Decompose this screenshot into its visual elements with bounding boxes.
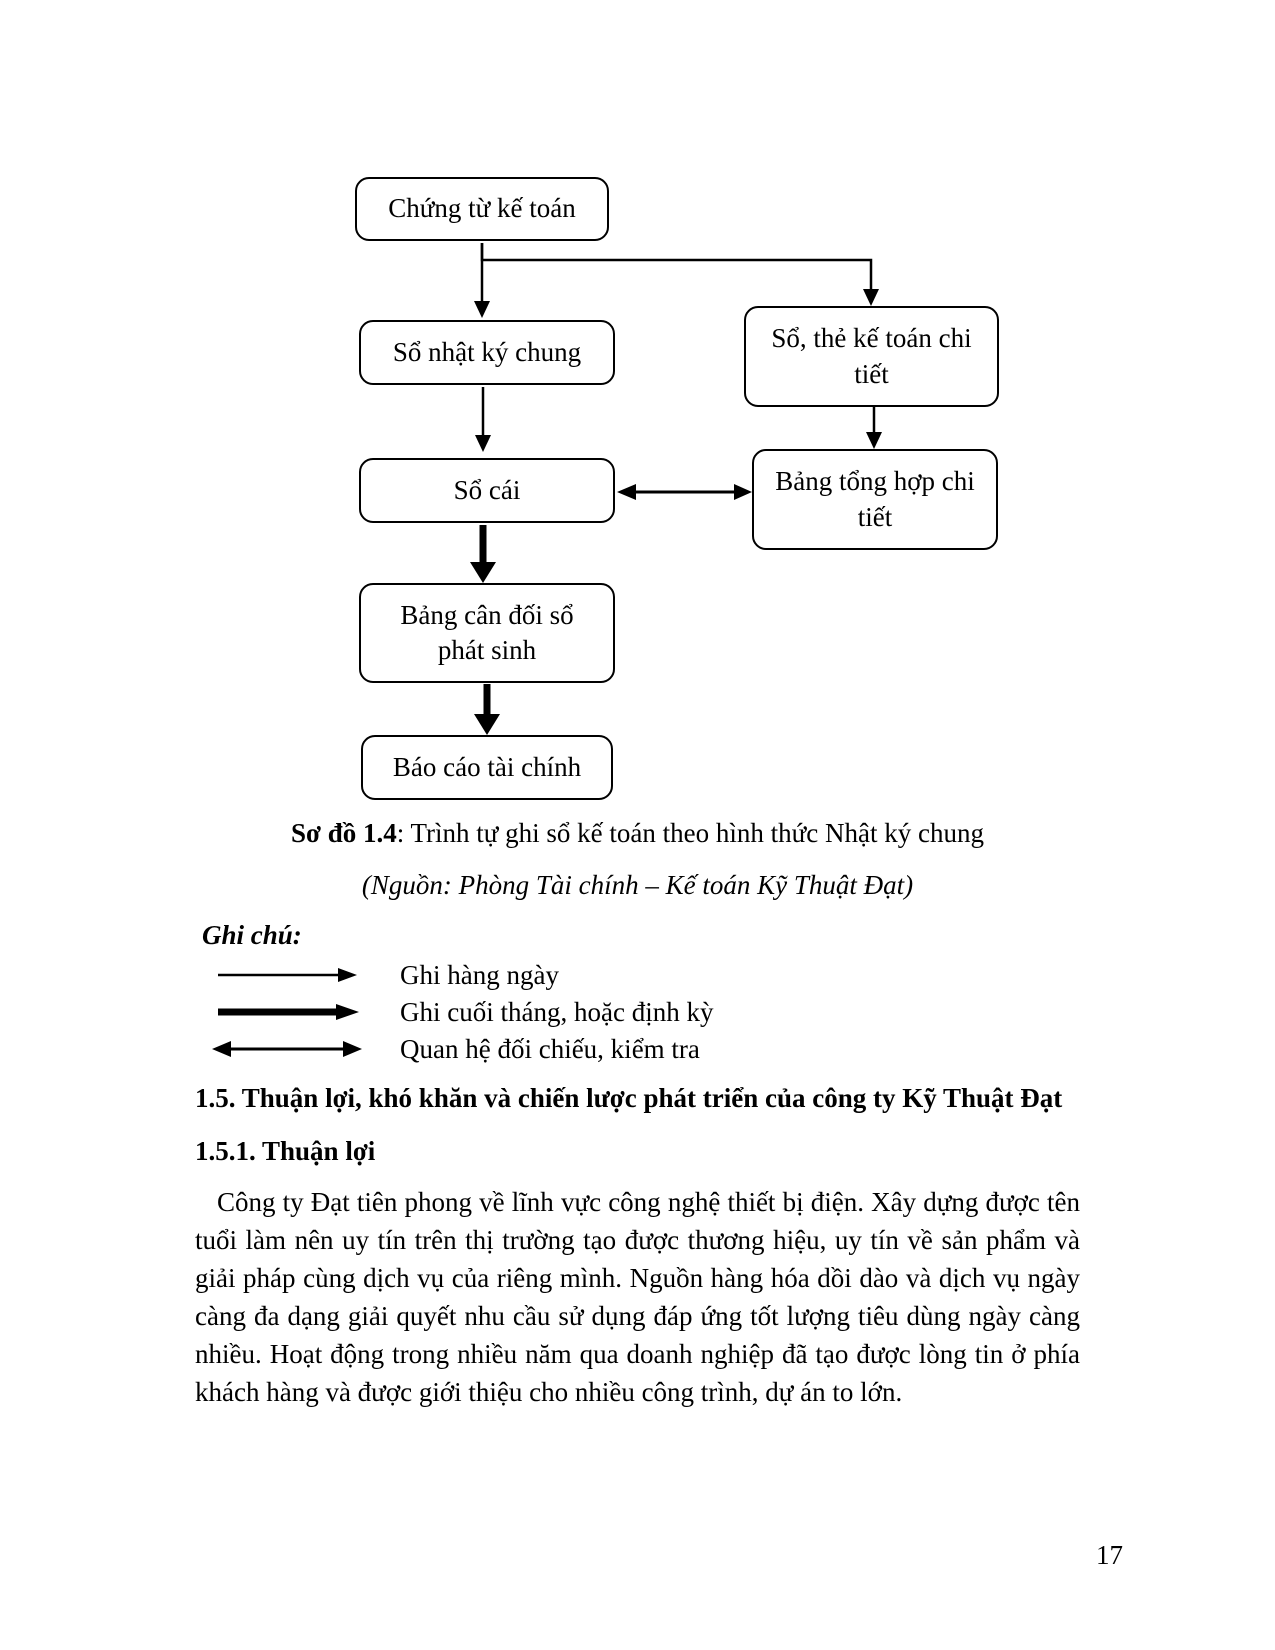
flowchart-box-bang-tong-hop-chi-tiet: Bảng tổng hợp chi tiết [752,449,998,550]
flowchart-box-bao-cao-tai-chinh: Báo cáo tài chính [361,735,613,800]
arrowhead-chungtu-to-sothe [863,289,879,306]
flowchart-box-label: Chứng từ kế toán [388,193,576,224]
flowchart-box-label: Sổ, thẻ kế toán chi tiết [771,323,972,389]
flowchart-box-label: Sổ cái [453,474,521,505]
thin-right-arrow-icon [218,968,357,982]
arrowhead-chungtu-to-nhatky [474,301,490,318]
flowchart-box-so-the-ke-toan-chi-tiet: Sổ, thẻ kế toán chi tiết [744,306,999,407]
flowchart-box-so-nhat-ky-chung: Sổ nhật ký chung [359,320,615,385]
diagram-caption: Sơ đồ 1.4: Trình tự ghi sổ kế toán theo … [195,818,1080,849]
legend-item-label: Quan hệ đối chiếu, kiểm tra [400,1033,700,1064]
diagram-caption-number: Sơ đồ 1.4 [291,818,397,848]
arrowhead-socai-to-bangcandoi [470,562,496,583]
flowchart-arrows [470,243,882,735]
arrowhead-double-left [617,484,636,500]
flowchart-box-label: Bảng cân đối sổ phát sinh [400,599,574,665]
section-heading-1-5: 1.5. Thuận lợi, khó khăn và chiến lược p… [195,1083,1063,1113]
legend-title: Ghi chú: [202,920,302,950]
body-paragraph: Công ty Đạt tiên phong về lĩnh vực công … [195,1187,1080,1407]
thick-right-arrow-icon [218,1004,359,1020]
flowchart-box-so-cai: Sổ cái [359,458,615,523]
legend-item-monthly: Ghi cuối tháng, hoặc định kỳ [212,993,713,1031]
flowchart-box-label: Báo cáo tài chính [392,751,582,782]
double-headed-arrow-icon [212,1041,362,1057]
page-number: 17 [1096,1540,1123,1570]
arrowhead-double-right [734,484,752,500]
arrowhead-sothe-to-bangtonghop [866,432,882,449]
arrowhead-bangcandoi-to-baocao [474,714,500,735]
flowchart-box-label: Sổ nhật ký chung [392,336,582,367]
arrow-chungtu-to-sothe [480,243,873,291]
flowchart-box-label: Bảng tổng hợp chi tiết [775,466,975,532]
diagram-caption-text: : Trình tự ghi sổ kế toán theo hình thức… [396,818,984,848]
legend-item-reconcile: Quan hệ đối chiếu, kiểm tra [212,1030,700,1068]
legend-item-label: Ghi hàng ngày [400,959,559,990]
section-subheading-1-5-1: 1.5.1. Thuận lợi [195,1136,376,1166]
arrowhead-nhatky-to-socai [475,435,491,452]
flowchart-box-bang-can-doi-so-phat-sinh: Bảng cân đối sổ phát sinh [359,583,615,683]
flowchart-box-chung-tu-ke-toan: Chứng từ kế toán [355,177,609,241]
diagram-source: (Nguồn: Phòng Tài chính – Kế toán Kỹ Thu… [361,870,914,900]
legend-item-daily: Ghi hàng ngày [212,956,559,994]
legend-item-label: Ghi cuối tháng, hoặc định kỳ [400,996,714,1027]
